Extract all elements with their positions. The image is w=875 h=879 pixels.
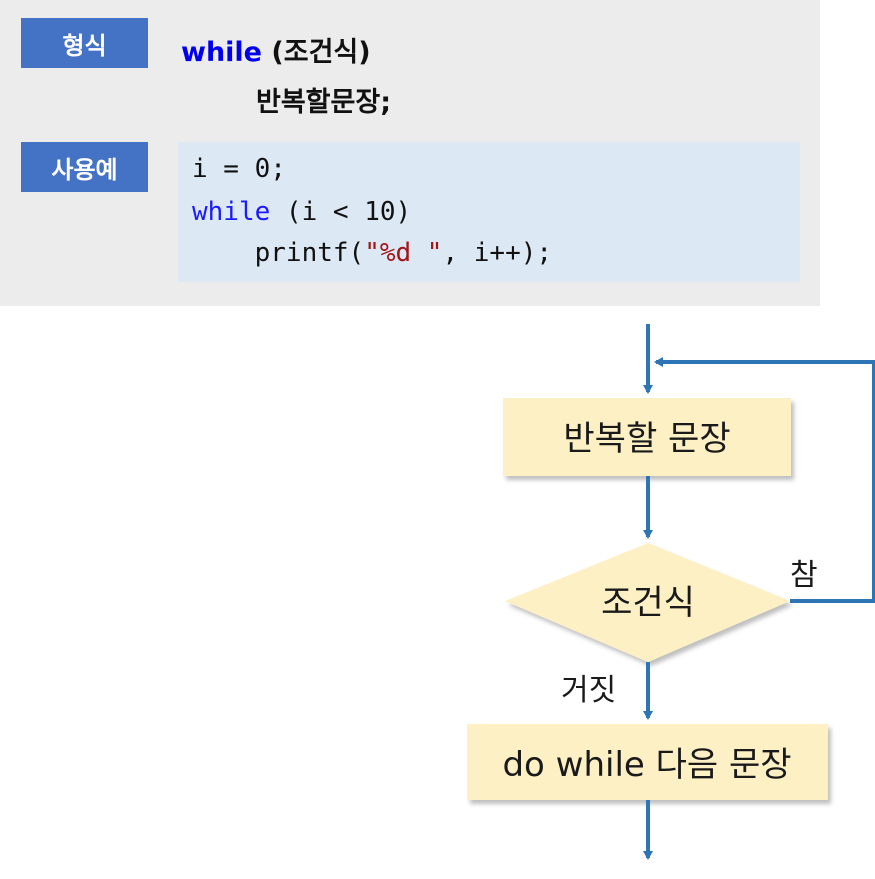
syntax-panel: 형식 while (조건식) 반복할문장; 사용예 i = 0; while (… (0, 0, 820, 306)
next-statement-box (467, 724, 828, 800)
example-tag: 사용예 (21, 142, 148, 192)
code-format-string: "%d " (364, 238, 443, 268)
code-while-keyword: while (192, 197, 271, 227)
form-body-line: 반복할문장; (256, 87, 391, 118)
condition-diamond (505, 543, 790, 662)
code-condition: (i < 10) (270, 197, 412, 227)
form-tag: 형식 (21, 18, 148, 68)
code-example: i = 0; while (i < 10) printf("%d ", i++)… (178, 142, 800, 282)
code-line-3: printf("%d ", i++); (192, 238, 552, 268)
next-statement-label: do while 다음 문장 (502, 745, 791, 785)
statement-box (503, 398, 791, 476)
statement-box-label: 반복할 문장 (563, 419, 730, 459)
code-printf: printf( (192, 238, 365, 268)
false-label: 거짓 (561, 673, 616, 708)
code-args: , i++); (442, 238, 553, 268)
code-line-2: while (i < 10) (192, 197, 411, 227)
true-label: 참 (790, 558, 818, 593)
code-line-1: i = 0; (192, 154, 286, 184)
form-condition: (조건식) (262, 37, 371, 68)
while-keyword: while (181, 37, 262, 68)
condition-label: 조건식 (601, 583, 695, 623)
form-syntax-line: while (조건식) (181, 30, 371, 69)
loop-back-arrow (654, 357, 875, 603)
